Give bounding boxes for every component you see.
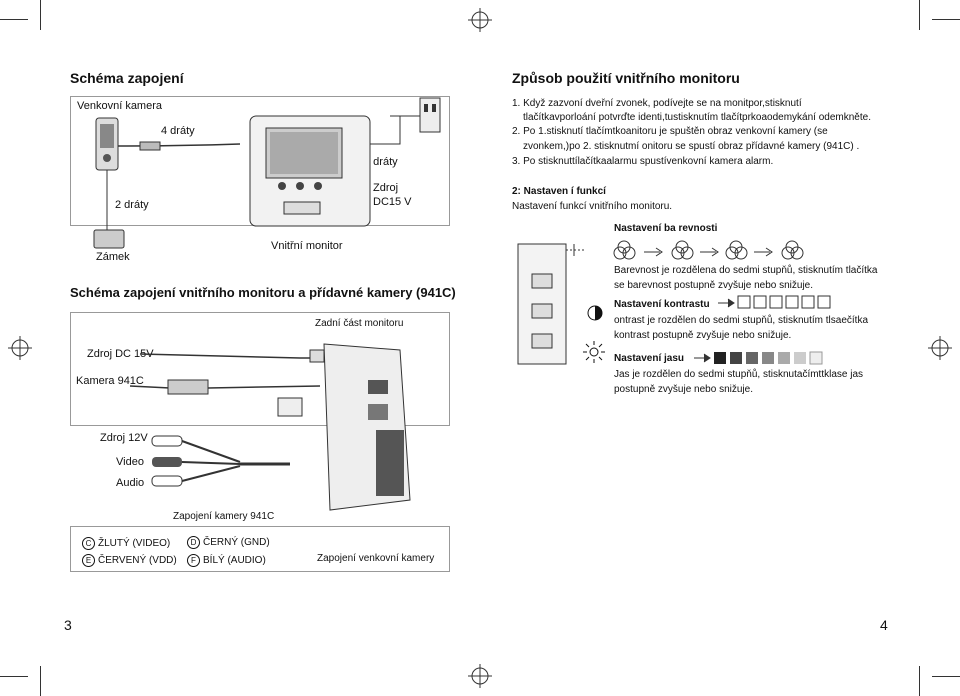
outdoor-camera-label: Venkovní kamera (77, 100, 162, 112)
power-voltage-label: DC15 V (373, 196, 412, 208)
step2: 2. Po 1.stisknutí tlačímtkoanitoru je sp… (512, 126, 828, 137)
contrast-title: Nastavení kontrastu (614, 299, 710, 310)
contrast-scale (718, 295, 831, 309)
indoor-monitor-label: Vnitřní monitor (271, 240, 343, 252)
letter-c-icon: C (82, 537, 95, 550)
power-label: Zdroj (373, 182, 399, 194)
step2b: zvonkem,)po 2. stisknutmí onitoru se spu… (523, 141, 860, 152)
color-desc2: se barevnost postupně zvyšuje nebo snižu… (614, 280, 814, 291)
contrast-desc2: kontrast postupně zvyšuje nebo snižuje. (614, 330, 792, 341)
control-panel-illustration (517, 243, 584, 365)
left-title: Schéma zapojení (70, 70, 184, 86)
brightness-desc1: Jas je rozdělen do sedmi stupňů, stisknu… (614, 369, 864, 380)
back-label: Zadní část monitoru (315, 318, 404, 329)
legend-f-text: BÍLÝ (AUDIO) (203, 555, 266, 567)
legend-c-text: ŽLUTÝ (VIDEO) (98, 538, 171, 550)
audio-label: Audio (116, 477, 145, 489)
wires-2-label-b: 2 dráty (115, 199, 149, 211)
letter-e-icon: E (82, 554, 95, 567)
step1b: tlačítkavporloání potvrďte identi,tustis… (523, 112, 871, 123)
wires-2-label-a: 2 dráty (364, 156, 398, 168)
video-label: Video (116, 456, 144, 468)
brightness-title: Nastavení jasu (614, 353, 685, 364)
settings-desc: Nastavení funkcí vnitřního monitoru. (512, 201, 673, 212)
legend-e-text: ČERVENÝ (VDD) (98, 555, 177, 567)
back-panel-illustration (129, 343, 411, 511)
settings-title: 2: Nastaven í funkcí (512, 186, 606, 197)
left-subtitle: Schéma zapojení vnitřního monitoru a pří… (70, 285, 456, 300)
psu15-label: Zdroj DC 15V (87, 348, 154, 360)
right-title: Způsob použití vnitřního monitoru (512, 70, 740, 86)
page-number-right: 4 (880, 617, 888, 633)
contrast-icon (587, 305, 603, 321)
cam941-label: Kamera 941C (76, 375, 144, 387)
contrast-desc1: ontrast je rozdělen do sedmi stupňů, sti… (614, 315, 869, 326)
registration-mark-right (928, 336, 952, 360)
brightness-scale (694, 351, 823, 365)
step3: 3. Po stisknuttílačítkaalarmu spustívenk… (512, 156, 774, 167)
brightness-desc2: postupně zvyšuje nebo snižuje. (614, 384, 753, 395)
connect-941-label: Zapojení kamery 941C (173, 511, 275, 522)
sun-icon (583, 341, 605, 363)
extension-camera-box (70, 312, 450, 426)
color-desc1: Barevnost je rozdělena do sedmi stupňů, … (614, 265, 878, 276)
connect-outdoor-label: Zapojení venkovní kamery (317, 553, 435, 564)
page-number-left: 3 (64, 617, 72, 633)
wiring-diagram-illustration (93, 97, 441, 249)
rgb-scale (613, 240, 804, 260)
registration-mark-left (8, 336, 32, 360)
registration-mark-bottom (468, 664, 492, 688)
wires-4-label: 4 dráty (161, 125, 195, 137)
letter-f-icon: F (187, 554, 200, 567)
step1: 1. Když zazvoní dveřní zvonek, podívejte… (512, 98, 802, 109)
cable-illustration (151, 435, 290, 487)
letter-d-icon: D (187, 536, 200, 549)
color-title: Nastavení ba revnosti (614, 223, 718, 234)
legend-box (70, 526, 450, 572)
registration-mark-top (468, 8, 492, 32)
lock-label: Zámek (96, 251, 130, 263)
psu12-label: Zdroj 12V (100, 432, 148, 444)
legend-d-text: ČERNÝ (GND) (203, 537, 270, 549)
